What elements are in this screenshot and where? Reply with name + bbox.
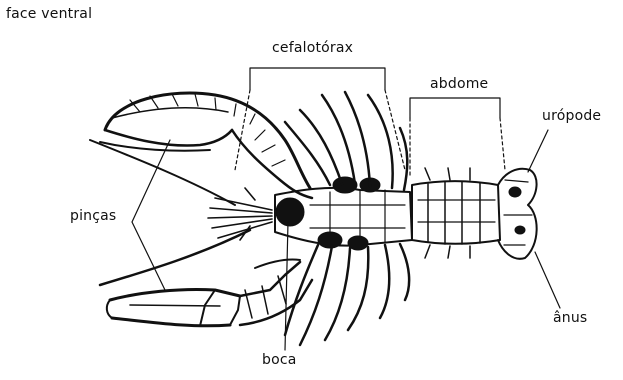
abdomen-body <box>412 168 500 258</box>
tail-fan <box>498 169 537 259</box>
leader-lines <box>132 68 560 350</box>
label-claws: pinças <box>70 208 116 224</box>
upper-claw <box>90 93 312 205</box>
lower-claw <box>100 230 312 326</box>
label-cephalothorax: cefalotórax <box>272 40 353 56</box>
label-uropod: urópode <box>542 108 601 124</box>
label-mouth: boca <box>262 352 297 368</box>
view-label: face ventral <box>6 6 92 22</box>
label-abdomen: abdome <box>430 76 488 92</box>
label-anus: ânus <box>553 310 587 326</box>
